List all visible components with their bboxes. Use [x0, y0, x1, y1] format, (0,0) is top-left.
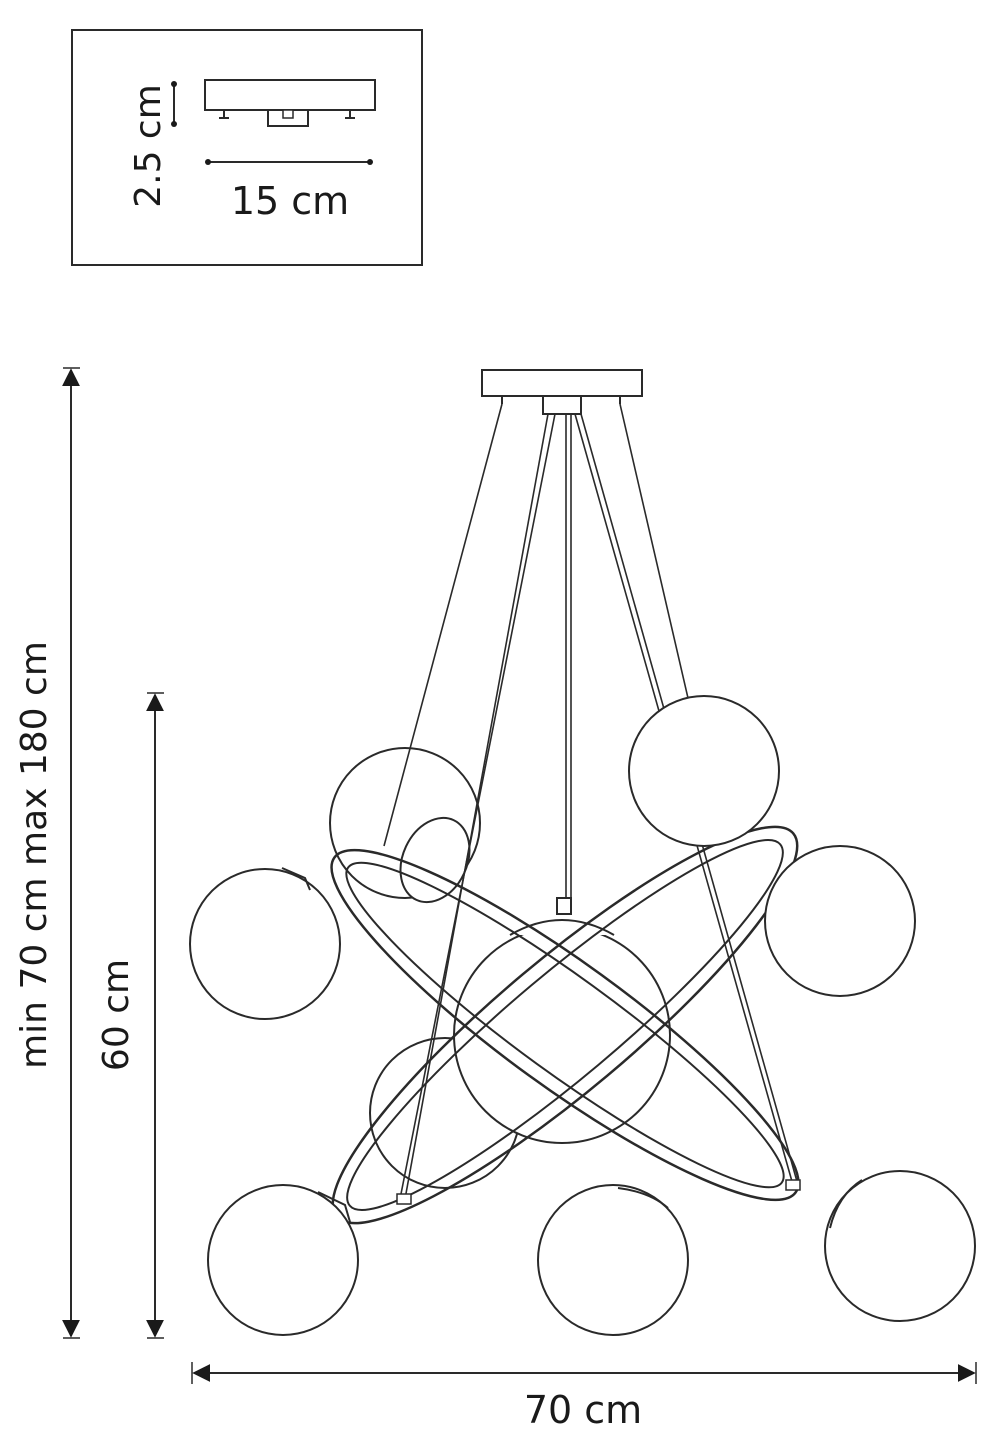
inset-width-dot-left — [205, 159, 211, 165]
canopy-hub — [542, 395, 582, 415]
globe-bottom-center-cap — [617, 1187, 669, 1209]
body-height-label: 60 cm — [96, 959, 137, 1071]
ring-1-inner — [345, 861, 785, 1189]
ring-2-inner — [346, 839, 784, 1211]
width-label: 70 cm — [524, 1388, 642, 1432]
overall-height-dimension: min 70 cm max 180 cm — [14, 367, 80, 1339]
inset-canopy-plate — [204, 79, 376, 111]
inset-height-dot-bottom — [171, 121, 177, 127]
inset-width-label: 15 cm — [231, 179, 349, 223]
globe-bottom-left — [207, 1184, 359, 1336]
chandelier-drawing — [189, 369, 976, 1336]
ceiling-canopy — [481, 369, 643, 397]
cable-2b — [399, 413, 556, 1200]
cable-clamp-left — [396, 1193, 412, 1205]
inset-height-label: 2.5 cm — [128, 84, 169, 208]
globe-bottom-left-cap — [317, 1191, 351, 1223]
globe-right — [764, 845, 916, 997]
globe-left — [189, 868, 341, 1020]
cable-1 — [383, 403, 503, 847]
globe-center-socket — [556, 897, 572, 915]
canopy-inset: 2.5 cm 15 cm — [71, 29, 423, 266]
inset-hub-detail — [282, 109, 294, 119]
width-dimension: 70 cm — [191, 1362, 977, 1432]
inset-width-dot-right — [367, 159, 373, 165]
inset-frame — [71, 29, 423, 266]
cable-4 — [619, 403, 701, 751]
inset-height-dot-top — [171, 81, 177, 87]
globe-left-cap — [281, 867, 311, 891]
cable-2 — [404, 413, 549, 1200]
globe-bottom-right — [824, 1170, 976, 1322]
overall-height-label: min 70 cm max 180 cm — [14, 641, 55, 1069]
body-height-dimension: 60 cm — [96, 692, 164, 1339]
cable-clamp-right — [785, 1179, 801, 1191]
ring-1-outer — [330, 848, 800, 1202]
globe-bottom-center — [537, 1184, 689, 1336]
globe-top-right — [628, 695, 780, 847]
globe-bottom-right-cap — [829, 1179, 863, 1229]
